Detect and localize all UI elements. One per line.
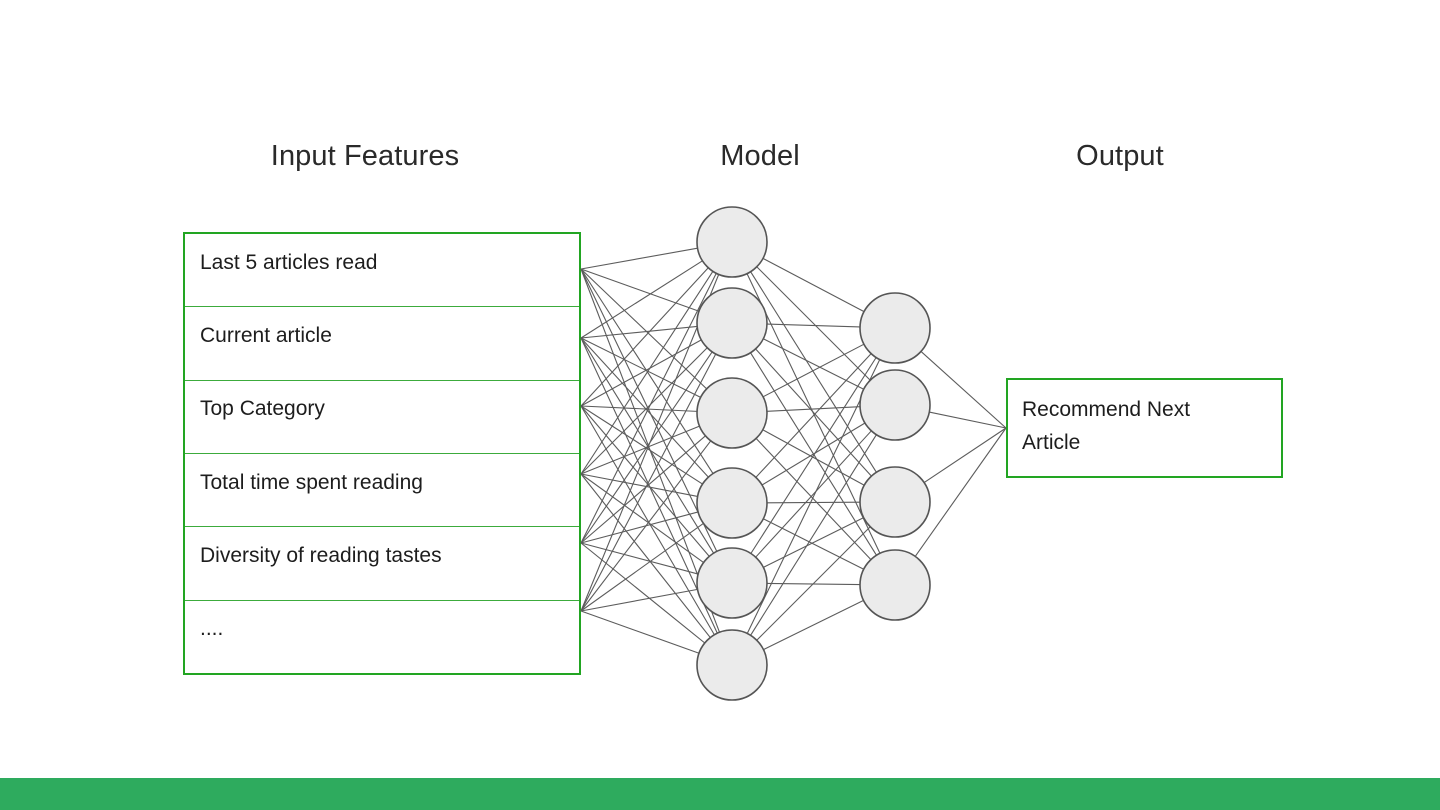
network-edge (580, 473, 704, 563)
network-edge (750, 352, 877, 556)
network-edge (580, 435, 706, 544)
hidden-layer-1-node (696, 377, 768, 449)
network-edge (580, 274, 720, 612)
network-edge (914, 427, 1007, 557)
network-edge (580, 337, 715, 554)
network-edge (766, 501, 861, 504)
table-row: .... (185, 600, 579, 673)
hidden-layer-2-node (859, 292, 931, 364)
network-edge (746, 359, 881, 634)
network-edge (755, 348, 872, 477)
feature-label: .... (200, 617, 224, 641)
feature-label: Diversity of reading tastes (200, 543, 442, 567)
network-edge (580, 425, 700, 475)
network-edge (580, 337, 701, 398)
network-edge (762, 343, 865, 398)
network-edge (750, 434, 877, 636)
network-edge (755, 430, 872, 558)
network-edge (929, 411, 1007, 429)
network-edge (580, 325, 698, 339)
network-edge (580, 339, 702, 407)
hidden-layer-2-node (859, 369, 931, 441)
feature-label: Current article (200, 323, 332, 347)
output-label-line-2: Article (1022, 430, 1081, 454)
network-edge (746, 273, 881, 554)
feature-label: Total time spent reading (200, 470, 423, 494)
table-row: Total time spent reading (185, 453, 579, 528)
network-edge (580, 268, 718, 552)
network-edge (580, 542, 706, 644)
network-edge (580, 347, 708, 475)
hidden-layer-1-node (696, 287, 768, 359)
network-edge (580, 337, 709, 478)
table-row: Diversity of reading tastes (185, 527, 579, 601)
network-edge (763, 518, 864, 570)
network-edge (580, 588, 698, 612)
network-edge (580, 260, 703, 339)
hidden-layer-1-node (696, 206, 768, 278)
hidden-layer-1-node (696, 467, 768, 539)
column-title-model: Model (720, 140, 800, 172)
network-edge (580, 268, 714, 474)
output-label-line-1: Recommend Next (1022, 398, 1191, 421)
network-edge (766, 582, 861, 586)
table-row: Last 5 articles read (185, 234, 579, 308)
network-edge (580, 473, 711, 638)
output-box: Recommend Next Article (1006, 378, 1283, 478)
network-edge (580, 405, 698, 412)
network-edge (580, 271, 714, 475)
network-edge (750, 271, 877, 473)
network-edge (755, 438, 872, 560)
network-edge (766, 323, 861, 328)
network-edge (761, 422, 866, 486)
network-edge (580, 405, 703, 485)
network-edge (580, 273, 717, 544)
network-edge (763, 599, 864, 651)
input-features-table: Last 5 articles read Current article Top… (183, 232, 581, 675)
network-nodes (696, 206, 931, 701)
network-edge (580, 247, 698, 270)
network-edge (580, 473, 698, 497)
network-edge (580, 351, 713, 544)
network-edge (580, 610, 700, 654)
hidden-layer-2-node (859, 466, 931, 538)
network-edge (755, 353, 872, 478)
network-edge (766, 406, 861, 412)
hidden-layer-2-node (859, 549, 931, 621)
hidden-layer-1-node (696, 547, 768, 619)
column-title-input-features: Input Features (270, 140, 460, 172)
hidden-layer-1-node (696, 629, 768, 701)
column-title-output: Output (1076, 140, 1164, 172)
network-edge (580, 440, 712, 612)
network-edge (580, 268, 721, 633)
network-edge (580, 542, 699, 575)
feature-label: Top Category (200, 397, 325, 421)
network-edge (762, 257, 865, 313)
network-edge (580, 268, 700, 312)
network-edge (580, 511, 699, 544)
network-edge (756, 266, 871, 381)
bottom-accent-bar (0, 778, 1440, 810)
network-edge (580, 405, 710, 557)
network-edge (580, 267, 709, 407)
table-row: Top Category (185, 380, 579, 454)
network-edge (580, 268, 708, 390)
network-edge (763, 338, 864, 390)
network-edge (580, 353, 717, 612)
network-edge (750, 357, 877, 554)
table-row: Current article (185, 307, 579, 381)
network-edge (763, 517, 864, 568)
feature-label: Last 5 articles read (200, 250, 378, 274)
network-edge (580, 405, 715, 636)
network-edge (762, 429, 865, 486)
network-edge (920, 351, 1007, 429)
network-edge (580, 337, 718, 634)
network-edge (923, 427, 1007, 484)
network-edge (580, 522, 704, 612)
network-edge (756, 526, 871, 641)
network-edges (580, 247, 1007, 654)
